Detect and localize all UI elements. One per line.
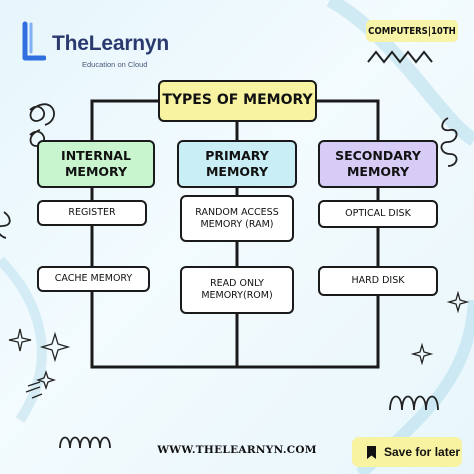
shooting-star	[25, 369, 57, 399]
coil-bottom-right	[389, 395, 439, 411]
category-internal-memory: INTERNAL MEMORY	[37, 140, 155, 188]
node-ram: RANDOM ACCESS MEMORY (RAM)	[180, 195, 294, 242]
category-primary-memory: PRIMARY MEMORY	[177, 140, 297, 188]
save-for-later-label: Save for later	[384, 445, 461, 459]
website-url[interactable]: WWW.THELEARNYN.COM	[157, 444, 317, 456]
category-secondary-memory: SECONDARY MEMORY	[318, 140, 438, 188]
brand-tagline: Education on Cloud	[82, 60, 148, 69]
subject-tag: COMPUTERS|10TH	[366, 20, 458, 42]
node-optical-disk: OPTICAL DISK	[318, 200, 438, 228]
star-right-2	[410, 342, 434, 366]
save-for-later-button[interactable]: Save for later	[352, 437, 462, 467]
brand-logo: TheLearnyn Education on Cloud	[22, 20, 182, 80]
star-left	[8, 328, 32, 352]
brand-name: TheLearnyn	[52, 32, 170, 55]
L-logo-icon	[22, 21, 46, 61]
coil-right	[440, 117, 458, 167]
star-right	[446, 290, 470, 314]
node-register: REGISTER	[37, 200, 147, 226]
squiggle-top-right	[367, 50, 433, 64]
star-left-2	[39, 331, 71, 363]
squiggle-left	[0, 211, 11, 239]
diagram-title: TYPES OF MEMORY	[158, 80, 317, 122]
node-rom: READ ONLY MEMORY(ROM)	[180, 266, 294, 314]
bookmark-icon	[367, 445, 376, 459]
node-hard-disk: HARD DISK	[318, 266, 438, 296]
node-cache-memory: CACHE MEMORY	[37, 266, 150, 292]
